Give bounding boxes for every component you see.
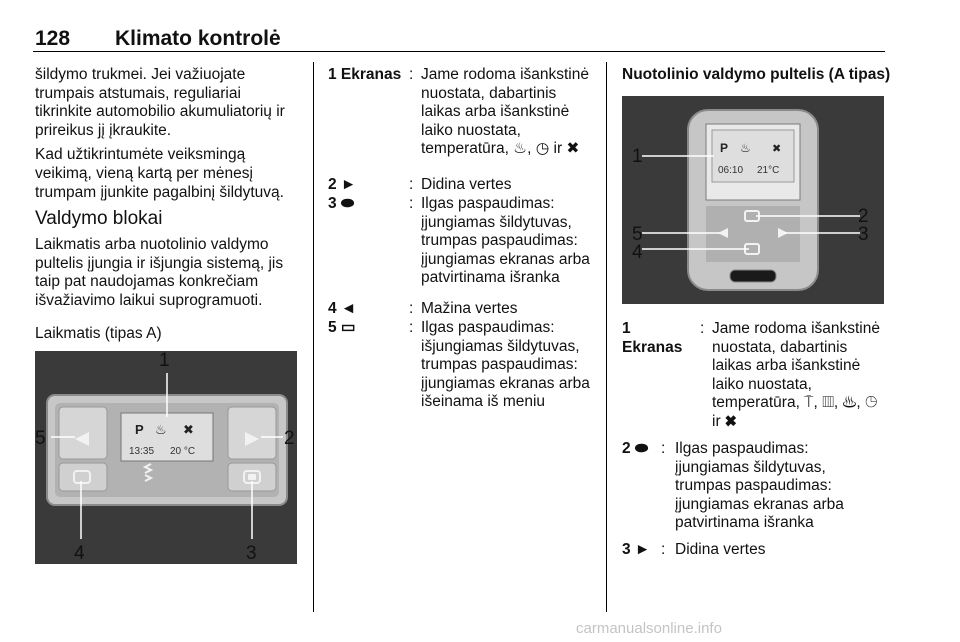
definition-colon: : xyxy=(661,440,666,457)
timer-illustration: P ♨ ✖ 13:35 20 °C xyxy=(46,373,288,539)
definition-colon: : xyxy=(409,66,414,83)
subheading-timer: Laikmatis (tipas A) xyxy=(35,324,162,342)
definition-desc: Ilgas paspaudimas: išjungiamas šildytuva… xyxy=(421,319,590,411)
display-time: 13:35 xyxy=(129,446,154,457)
timer-display xyxy=(120,412,214,462)
definition-term: 4 ◄ xyxy=(328,300,357,317)
column-3-definitions: 1 Ekranas : Jame rodoma išankstinė nuost… xyxy=(622,320,884,570)
definition-colon: : xyxy=(409,319,414,336)
remote-callout-5: 5 xyxy=(632,224,643,245)
left-arrow-icon xyxy=(75,432,89,446)
definition-desc: Ilgas paspaudimas: įjungiamas šildytuvas… xyxy=(421,195,590,287)
remote-callout-1: 1 xyxy=(632,146,643,167)
timer-right-button[interactable] xyxy=(227,406,277,460)
header-rule xyxy=(33,51,885,52)
remote-heat-icon: ♨ xyxy=(740,141,751,155)
remote-right-arrow-icon[interactable] xyxy=(778,228,788,238)
definition-term: 5 ▭ xyxy=(328,319,356,336)
heat-glyph-icon: ♨ xyxy=(155,423,167,438)
definition-term: 1 Ekranas xyxy=(328,66,402,83)
section-heading: Valdymo blokai xyxy=(35,208,163,230)
timer-callout-3: 3 xyxy=(246,543,257,564)
definition-term: 3 ⬬ xyxy=(328,195,355,212)
remote-left-arrow-icon[interactable] xyxy=(718,228,728,238)
paragraph-controls: Laikmatis arba nuotolinio valdymo pultel… xyxy=(35,236,284,309)
definition-colon: : xyxy=(661,541,666,558)
remote-figure: P ♨ ✖ 06:10 21°C xyxy=(622,96,884,304)
timer-callout-1: 1 xyxy=(159,350,170,371)
column-divider-left xyxy=(313,62,314,612)
square-icon xyxy=(73,470,91,484)
display-temp: 20 °C xyxy=(170,446,195,457)
timer-callout-4: 4 xyxy=(74,543,85,564)
page-number: 128 xyxy=(35,27,71,50)
remote-bottom-slot xyxy=(729,269,777,283)
column-2-definitions: 1 Ekranas : Jame rodoma išankstinė nuost… xyxy=(328,66,600,410)
definition-desc: Didina vertes xyxy=(675,541,766,558)
remote-display-p: P xyxy=(720,141,728,155)
timer-figure: P ♨ ✖ 13:35 20 °C xyxy=(35,351,297,564)
definition-term: 3 ► xyxy=(622,541,651,558)
heater-icon xyxy=(142,463,154,482)
timer-off-button[interactable] xyxy=(58,462,108,492)
column-1: šildymo trukmei. Jei važiuojate trumpais… xyxy=(35,66,299,349)
definition-term: 2 ⬬ xyxy=(622,440,649,457)
definition-desc: Jame rodoma išankstinė nuostata, dabarti… xyxy=(421,66,589,158)
definition-desc: Ilgas paspaudimas: įjungiamas šildytuvas… xyxy=(675,440,844,532)
definition-desc: Mažina vertes xyxy=(421,300,518,317)
remote-display-temp: 21°C xyxy=(757,165,779,176)
fan-icon: ✖ xyxy=(183,423,194,438)
remote-illustration: P ♨ ✖ 06:10 21°C xyxy=(642,109,860,291)
remote-callout-2: 2 xyxy=(858,206,869,227)
definition-desc: Jame rodoma išankstinė nuostata, dabarti… xyxy=(712,320,880,430)
definition-term-continued: Ekranas xyxy=(622,339,683,356)
definition-term: 2 ► xyxy=(328,176,357,193)
definition-term: 1 xyxy=(622,320,631,337)
page-title: Klimato kontrolė xyxy=(115,27,281,50)
footer-watermark: carmanualsonline.info xyxy=(576,620,722,637)
definition-colon: : xyxy=(409,300,414,317)
filled-square-core xyxy=(248,474,256,480)
remote-callout-3: 3 xyxy=(858,224,869,245)
remote-callout-4: 4 xyxy=(632,242,643,263)
remote-fan-icon: ✖ xyxy=(772,142,781,155)
remote-display-time: 06:10 xyxy=(718,165,743,176)
definition-colon: : xyxy=(409,176,414,193)
remote-heading: Nuotolinio valdymo pultelis (A tipas) xyxy=(622,66,891,83)
display-p: P xyxy=(135,422,144,437)
paragraph-battery: šildymo trukmei. Jei važiuojate trumpais… xyxy=(35,66,285,139)
paragraph-monthly: Kad užtikrintumėte veiksmingą veikimą, v… xyxy=(35,146,284,201)
definition-colon: : xyxy=(409,195,414,212)
column-divider-right xyxy=(606,62,607,612)
right-arrow-icon xyxy=(245,432,259,446)
timer-callout-5: 5 xyxy=(35,428,46,449)
definition-colon: : xyxy=(700,320,705,337)
timer-callout-2: 2 xyxy=(284,428,295,449)
timer-left-button[interactable] xyxy=(58,406,108,460)
definition-desc: Didina vertes xyxy=(421,176,512,193)
